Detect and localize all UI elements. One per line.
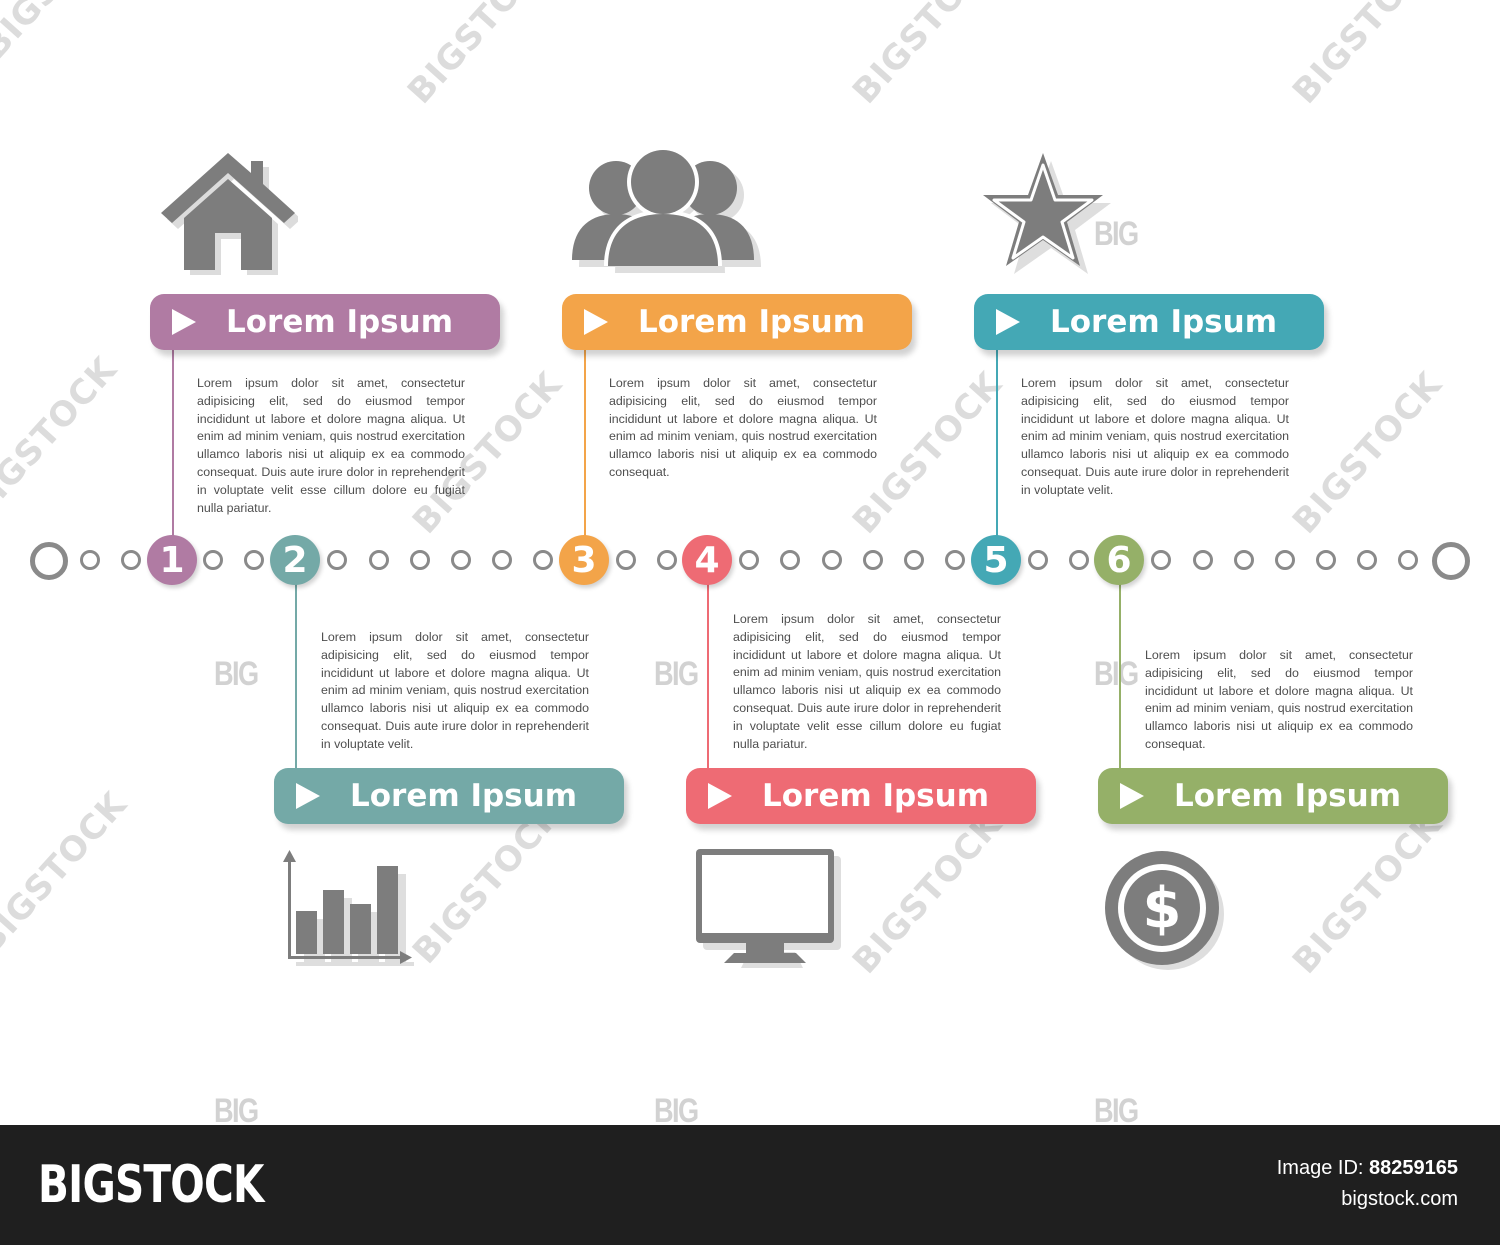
timeline-dot — [904, 550, 924, 570]
watermark: BIGSTOCK — [1285, 364, 1451, 542]
svg-text:$: $ — [1143, 876, 1182, 941]
site-link[interactable]: bigstock.com — [1341, 1188, 1458, 1210]
timeline-dot — [203, 550, 223, 570]
step-2-description: Lorem ipsum dolor sit amet, consectetur … — [321, 630, 589, 751]
step-6-title: Lorem Ipsum — [1174, 778, 1402, 814]
timeline-dot — [369, 550, 389, 570]
step-2-title: Lorem Ipsum — [350, 778, 578, 814]
image-id: Image ID: 88259165 — [1277, 1157, 1458, 1180]
footer-bar: BIGSTOCK Image ID: 88259165 bigstock.com — [0, 1125, 1500, 1245]
timeline-dot — [1316, 550, 1336, 570]
play-icon — [296, 783, 320, 809]
timeline-start-marker — [30, 542, 68, 580]
step-1-number: 1 — [147, 535, 197, 585]
timeline-dot — [1234, 550, 1254, 570]
step-4-connector — [707, 583, 709, 783]
image-id-label: Image ID: — [1276, 1157, 1364, 1179]
step-4-description: Lorem ipsum dolor sit amet, consectetur … — [733, 612, 1001, 751]
watermark-short: BIG — [654, 655, 699, 693]
timeline-dot — [327, 550, 347, 570]
timeline-dot — [616, 550, 636, 570]
watermark: BIGSTOCK — [400, 0, 566, 112]
play-icon — [708, 783, 732, 809]
step-5-connector — [996, 340, 998, 540]
watermark-short: BIG — [214, 1092, 259, 1125]
step-5-label: Lorem Ipsum — [974, 294, 1324, 350]
timeline-dot — [492, 550, 512, 570]
watermark: BIGSTOCK — [1285, 0, 1451, 112]
watermark: BIGSTOCK — [845, 0, 1011, 112]
timeline-dot — [1357, 550, 1377, 570]
house-icon — [158, 150, 301, 280]
step-1-title: Lorem Ipsum — [226, 304, 454, 340]
play-icon — [1120, 783, 1144, 809]
step-3-connector — [584, 340, 586, 540]
step-1-connector — [172, 340, 174, 540]
timeline-dot — [657, 550, 677, 570]
step-3-label: Lorem Ipsum — [562, 294, 912, 350]
step-6-label: Lorem Ipsum — [1098, 768, 1448, 824]
step-2-label: Lorem Ipsum — [274, 768, 624, 824]
step-6-connector — [1119, 583, 1121, 783]
step-1-description: Lorem ipsum dolor sit amet, consectetur … — [197, 376, 465, 515]
timeline-dot — [1028, 550, 1048, 570]
watermark: BIGSTOCK — [845, 804, 1011, 982]
play-icon — [996, 309, 1020, 335]
timeline-dot — [780, 550, 800, 570]
play-icon — [172, 309, 196, 335]
timeline-dot — [244, 550, 264, 570]
watermark: BIGSTOCK — [0, 784, 136, 962]
watermark-short: BIG — [1094, 1092, 1139, 1125]
step-5-title: Lorem Ipsum — [1050, 304, 1278, 340]
step-1-label: Lorem Ipsum — [150, 294, 500, 350]
timeline-dot — [410, 550, 430, 570]
play-icon — [584, 309, 608, 335]
watermark-short: BIG — [654, 1092, 699, 1125]
timeline-dot — [1069, 550, 1089, 570]
timeline-dot — [1151, 550, 1171, 570]
image-id-value: 88259165 — [1369, 1157, 1458, 1179]
watermark-short: BIG — [214, 655, 259, 693]
step-5-description: Lorem ipsum dolor sit amet, consectetur … — [1021, 376, 1289, 497]
timeline-dot — [739, 550, 759, 570]
step-3-description: Lorem ipsum dolor sit amet, consectetur … — [609, 376, 877, 479]
timeline-dot — [121, 550, 141, 570]
infographic-canvas: BIGSTOCK BIGSTOCK BIGSTOCK BIGSTOCK BIGS… — [0, 0, 1470, 1125]
watermark-short: BIG — [1094, 655, 1139, 693]
step-5-number: 5 — [971, 535, 1021, 585]
star-icon — [980, 150, 1115, 280]
monitor-icon — [692, 845, 842, 980]
timeline-dot — [822, 550, 842, 570]
watermark: BIGSTOCK — [1285, 804, 1451, 982]
timeline-dot — [533, 550, 553, 570]
people-icon — [568, 146, 768, 283]
step-6-description: Lorem ipsum dolor sit amet, consectetur … — [1145, 648, 1413, 751]
watermark: BIGSTOCK — [0, 349, 126, 527]
timeline-dot — [1193, 550, 1213, 570]
timeline-dot — [1275, 550, 1295, 570]
brand-logo: BIGSTOCK — [38, 1155, 264, 1215]
step-3-title: Lorem Ipsum — [638, 304, 866, 340]
timeline-end-marker — [1432, 542, 1470, 580]
step-3-number: 3 — [559, 535, 609, 585]
step-4-number: 4 — [682, 535, 732, 585]
step-2-connector — [295, 583, 297, 783]
step-4-title: Lorem Ipsum — [762, 778, 990, 814]
watermark: BIGSTOCK — [0, 0, 140, 67]
step-6-number: 6 — [1094, 535, 1144, 585]
step-4-label: Lorem Ipsum — [686, 768, 1036, 824]
dollar-coin-icon: $ — [1102, 848, 1237, 978]
timeline-dot — [945, 550, 965, 570]
step-2-number: 2 — [270, 535, 320, 585]
timeline-dot — [80, 550, 100, 570]
timeline-dot — [863, 550, 883, 570]
timeline-dot — [451, 550, 471, 570]
timeline-dot — [1398, 550, 1418, 570]
bar-chart-icon — [282, 848, 422, 978]
